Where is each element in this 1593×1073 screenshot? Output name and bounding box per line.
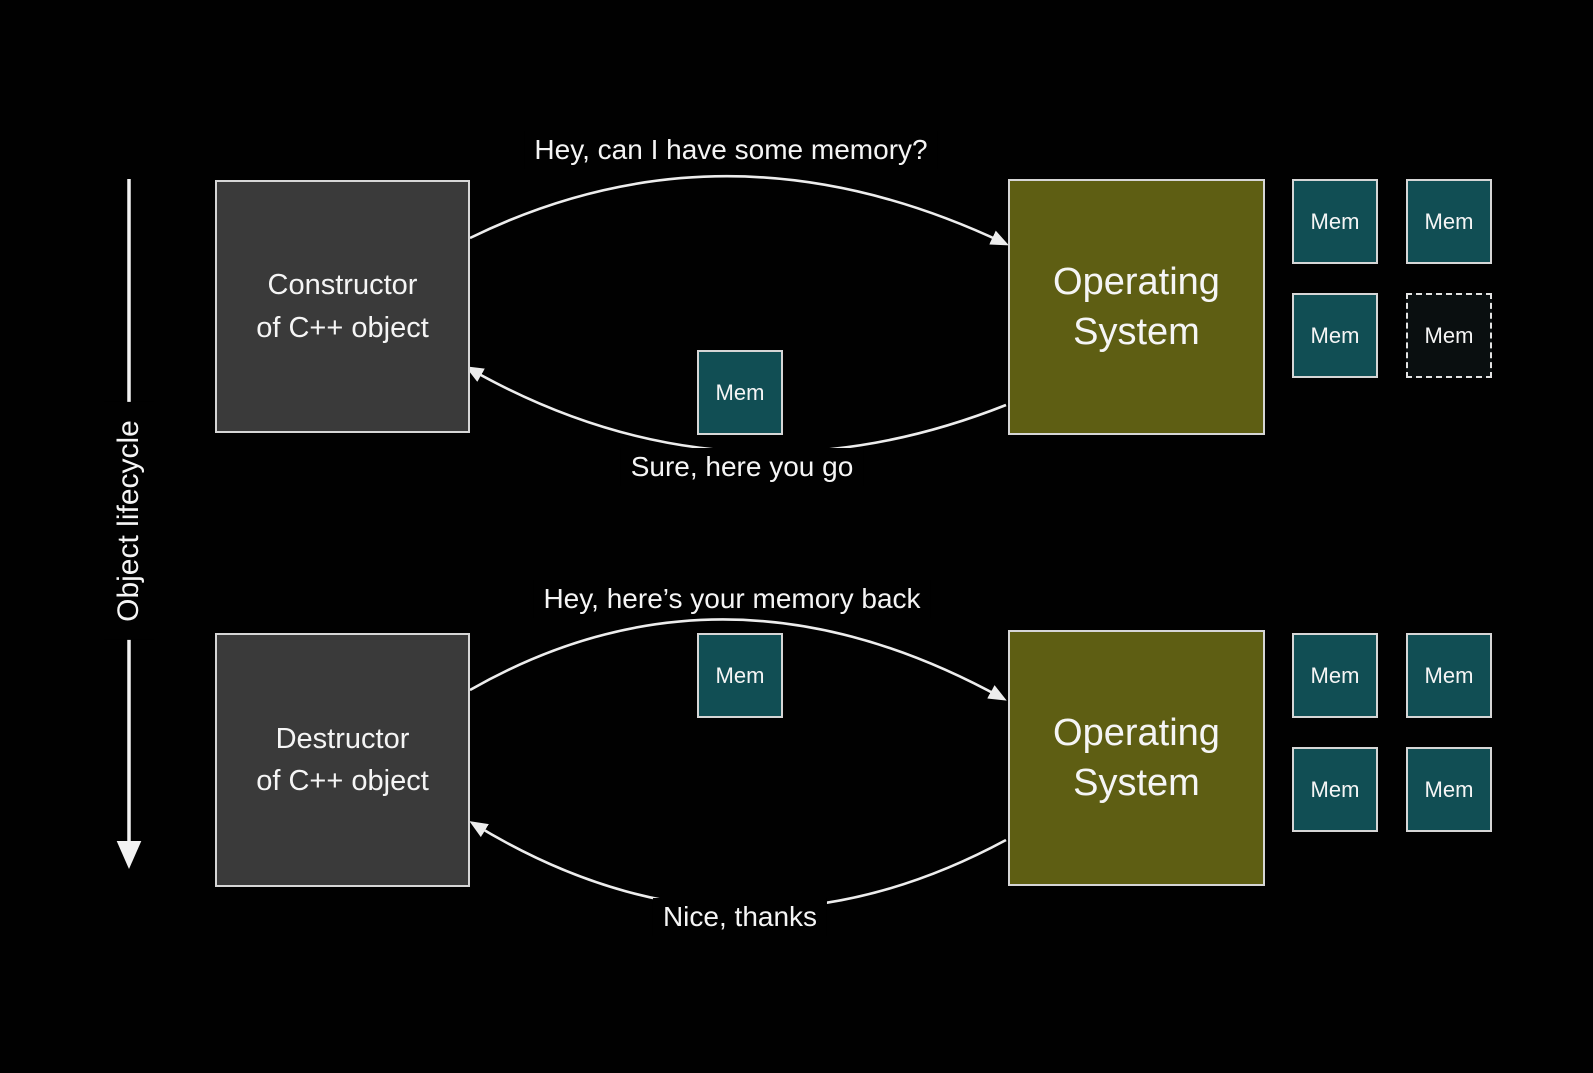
- destructor-label-line1: Destructor: [275, 722, 410, 755]
- destructor-label-line2: of C++ object: [256, 765, 429, 797]
- constructor-label-line2: of C++ object: [256, 311, 429, 344]
- mem-block-pool-bottom-2: Mem: [1406, 633, 1492, 718]
- object-lifecycle-label: Object lifecycle: [104, 402, 154, 640]
- mem-block-pool-top-2: Mem: [1406, 179, 1492, 264]
- mem-block-pool-top-1: Mem: [1292, 179, 1378, 264]
- mem-block-pool-top-3: Mem: [1292, 293, 1378, 378]
- os-top-label-line1: Operating: [1053, 260, 1220, 303]
- mem-block-transfer-bottom: Mem: [697, 633, 783, 718]
- mem-block-pool-bottom-4: Mem: [1406, 747, 1492, 832]
- memory-return-arrow-bottom: [469, 618, 1007, 701]
- mem-block-granted-outline: Mem: [1406, 293, 1492, 378]
- memory-ack-label: Nice, thanks: [652, 898, 828, 936]
- os-bottom-label-line2: System: [1073, 762, 1200, 804]
- operating-system-box-bottom: Operating System: [1008, 630, 1265, 886]
- mem-block-pool-bottom-3: Mem: [1292, 747, 1378, 832]
- memory-ack-arrow-bottom: [469, 821, 1007, 910]
- operating-system-box-top: Operating System: [1008, 179, 1265, 435]
- mem-block-transfer-top: Mem: [697, 350, 783, 435]
- memory-grant-label: Sure, here you go: [620, 448, 864, 486]
- mem-block-pool-bottom-1: Mem: [1292, 633, 1378, 718]
- constructor-label-line1: Constructor: [267, 269, 418, 302]
- destructor-box: Destructor of C++ object: [215, 633, 470, 887]
- memory-request-arrow-top: [469, 174, 1009, 246]
- constructor-box: Constructor of C++ object: [215, 180, 470, 433]
- memory-request-label: Hey, can I have some memory?: [524, 131, 938, 169]
- os-bottom-label-line1: Operating: [1053, 711, 1220, 754]
- os-top-label-line2: System: [1073, 311, 1200, 353]
- memory-return-label: Hey, here’s your memory back: [533, 580, 931, 618]
